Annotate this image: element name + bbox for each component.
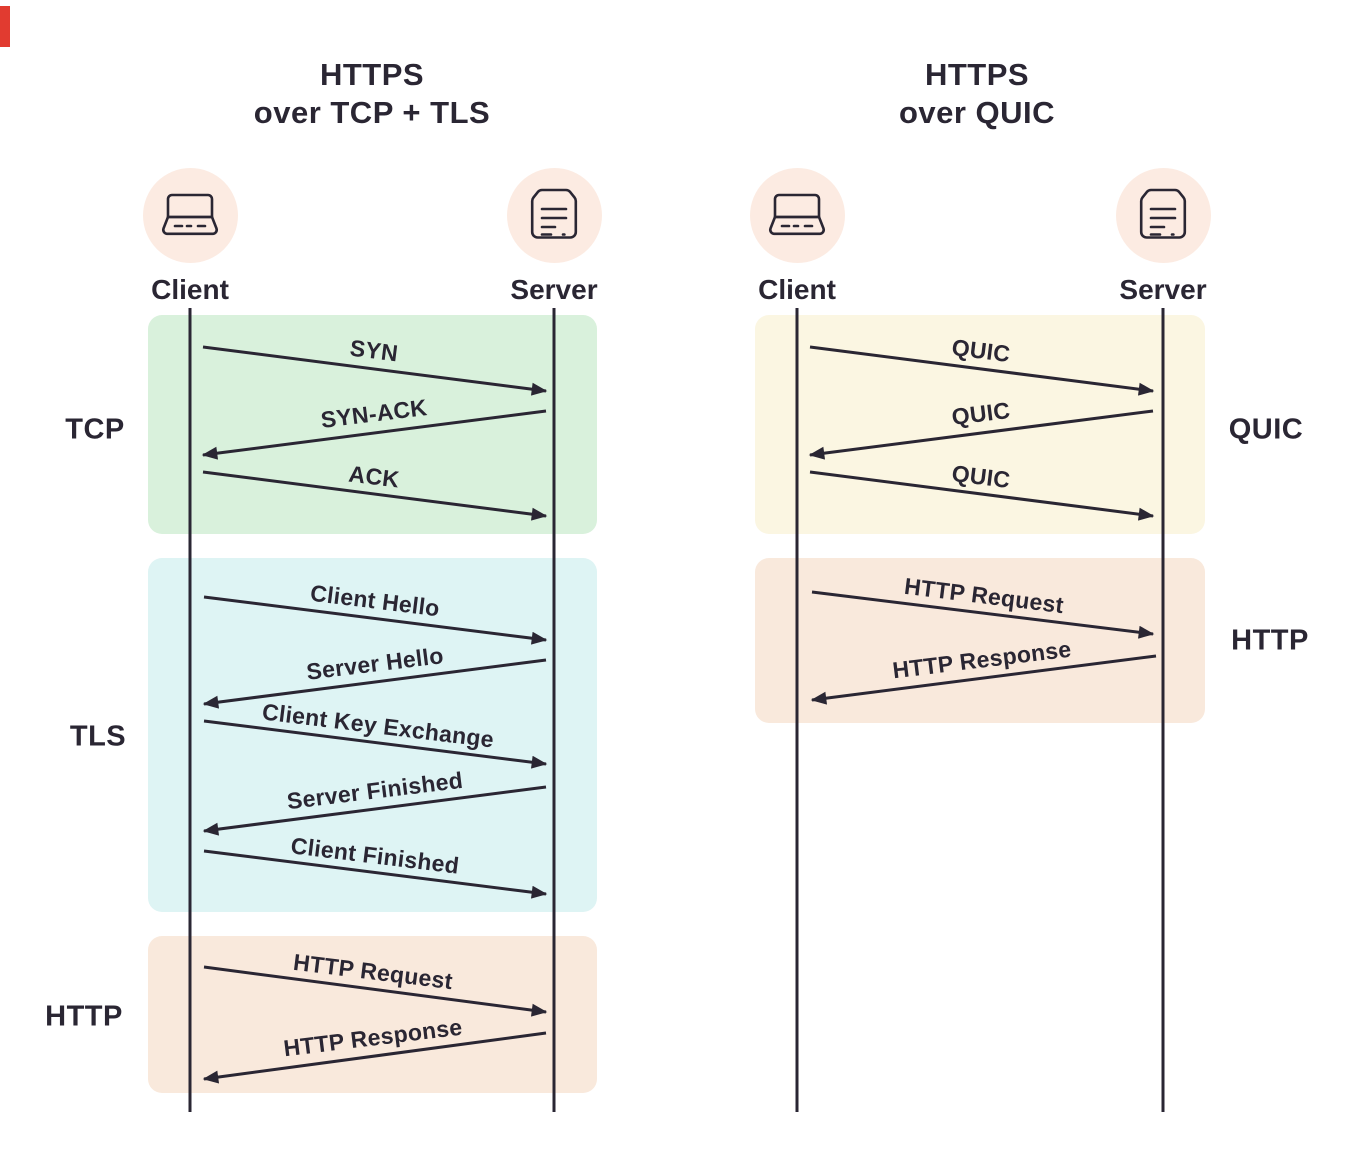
right-http-section-label: HTTP xyxy=(1231,624,1309,657)
right-server-actor: Server xyxy=(1103,168,1223,306)
arrow-client-key-exchange xyxy=(203,719,548,769)
right-http-section-panel xyxy=(755,558,1205,723)
left-server-label: Server xyxy=(510,274,598,305)
arrow-ack xyxy=(202,470,548,521)
arrow-quic-2 xyxy=(808,409,1154,460)
left-http-section-label: HTTP xyxy=(45,1000,123,1033)
right-diagram-title: HTTPS over QUIC xyxy=(747,56,1207,132)
server-icon xyxy=(1139,188,1187,239)
quic-section-label: QUIC xyxy=(1228,413,1304,446)
arrow-right-http-response xyxy=(810,654,1157,705)
arrow-left-http-response xyxy=(202,1031,547,1084)
right-client-avatar xyxy=(749,168,845,263)
arrow-syn xyxy=(202,345,548,396)
right-client-label: Client xyxy=(758,274,836,305)
left-http-section-panel xyxy=(148,936,597,1093)
right-server-label: Server xyxy=(1119,274,1207,305)
tls-section-label: TLS xyxy=(69,720,127,753)
arrow-quic-3 xyxy=(809,470,1155,521)
laptop-icon xyxy=(769,193,825,235)
server-icon xyxy=(530,188,578,239)
arrow-left-http-request xyxy=(203,965,548,1017)
red-marker xyxy=(0,6,10,47)
arrow-client-finished xyxy=(203,849,548,899)
left-server-actor: Server xyxy=(494,168,614,306)
left-client-label: Client xyxy=(151,274,229,305)
left-server-avatar xyxy=(506,168,602,263)
arrow-syn-ack xyxy=(201,409,547,460)
quic-section-panel xyxy=(755,315,1205,534)
right-client-actor: Client xyxy=(737,168,857,306)
right-title-line2: over QUIC xyxy=(898,95,1056,130)
tcp-section-panel xyxy=(148,315,597,534)
left-title-line1: HTTPS xyxy=(319,57,425,92)
arrow-client-hello xyxy=(203,595,548,645)
left-title-line2: over TCP + TLS xyxy=(253,95,491,130)
arrow-server-hello xyxy=(202,658,547,709)
right-server-avatar xyxy=(1115,168,1211,263)
laptop-icon xyxy=(162,193,218,235)
arrow-quic-1 xyxy=(809,345,1155,396)
left-client-avatar xyxy=(142,168,238,263)
left-client-actor: Client xyxy=(130,168,250,306)
left-diagram-title: HTTPS over TCP + TLS xyxy=(142,56,602,132)
tcp-section-label: TCP xyxy=(65,413,125,446)
right-title-line1: HTTPS xyxy=(924,57,1030,92)
message-label-syn: SYN xyxy=(348,334,400,367)
arrow-server-finished xyxy=(202,785,547,836)
arrow-right-http-request xyxy=(811,590,1155,639)
